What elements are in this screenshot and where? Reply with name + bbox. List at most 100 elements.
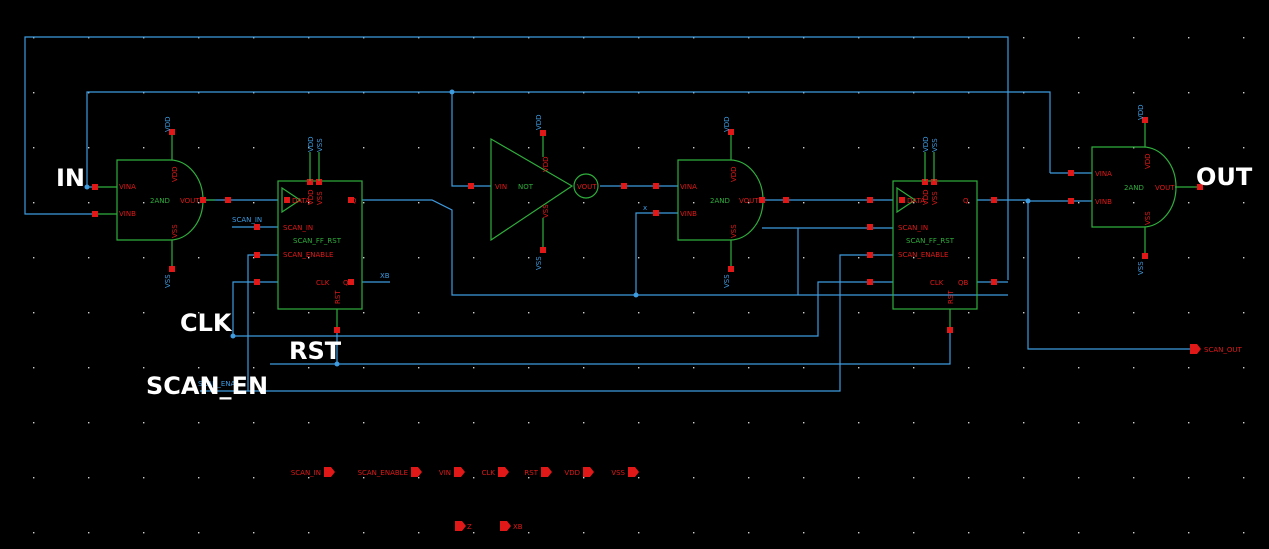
port-row1-label-5: VDD bbox=[564, 469, 580, 477]
and3-vina-label: VINA bbox=[1095, 170, 1112, 178]
and1-vdd-label: VDD bbox=[164, 116, 172, 132]
port-row1-label-6: VSS bbox=[611, 469, 625, 477]
port-row2-label-0: Z bbox=[467, 523, 472, 531]
scan-en-label: SCAN_EN bbox=[146, 372, 268, 400]
clk-label: CLK bbox=[180, 309, 233, 337]
and-gate-2[interactable]: VINA VINB VOUT 2AND x VDD VSS VDD VSS bbox=[643, 116, 789, 288]
wire-not-in[interactable] bbox=[451, 92, 491, 187]
not-vout-label: VOUT bbox=[577, 183, 597, 191]
grid-dots bbox=[33, 37, 1245, 534]
not-vdd-pin-label: VDD bbox=[542, 156, 550, 172]
port-row1-port-icon-3[interactable] bbox=[498, 467, 509, 477]
port-row1-port-icon-1[interactable] bbox=[411, 467, 422, 477]
port-row2-port-icon-1[interactable] bbox=[500, 521, 511, 531]
port-row2-port-icon-0[interactable] bbox=[455, 521, 466, 531]
ff2-q-label: Q bbox=[963, 197, 969, 205]
not-vss-pin-label: VSS bbox=[542, 204, 550, 218]
ff1-vss-label: VSS bbox=[316, 138, 324, 152]
port-row1-port-icon-5[interactable] bbox=[583, 467, 594, 477]
scan-ff-1[interactable]: DATA SCAN_IN SCAN_FF_RST SCAN_ENABLE CLK… bbox=[254, 136, 363, 333]
wire-clk-ff1[interactable] bbox=[232, 281, 278, 336]
wire-rst[interactable] bbox=[270, 330, 951, 365]
and2-vss-pin-label: VSS bbox=[730, 224, 738, 238]
wire-scan-out[interactable] bbox=[1027, 201, 1192, 350]
ff1-vdd-pin-label: VDD bbox=[307, 189, 315, 205]
and1-vout-label: VOUT bbox=[180, 197, 200, 205]
out-label: OUT bbox=[1196, 163, 1253, 191]
wire-scan-en-ff2[interactable] bbox=[200, 254, 893, 392]
port-row1-port-icon-4[interactable] bbox=[541, 467, 552, 477]
rst-label: RST bbox=[289, 337, 342, 365]
port-row1-label-4: RST bbox=[524, 469, 538, 477]
wire-x[interactable] bbox=[635, 212, 678, 295]
ff2-rst-label: RST bbox=[947, 290, 955, 304]
and3-type-label: 2AND bbox=[1124, 184, 1144, 192]
x-net-label: x bbox=[643, 204, 647, 212]
ff2-scan-in-label: SCAN_IN bbox=[898, 224, 928, 232]
junctions bbox=[84, 89, 1031, 367]
ff1-type-label: SCAN_FF_RST bbox=[293, 237, 342, 245]
port-row1-port-icon-6[interactable] bbox=[628, 467, 639, 477]
scan-ff-2[interactable]: DATA SCAN_IN SCAN_FF_RST SCAN_ENABLE CLK… bbox=[867, 136, 997, 333]
scan-enable-net-label: SCAN_ENA bbox=[198, 380, 236, 388]
scan-out-port[interactable]: SCAN_OUT bbox=[1190, 344, 1242, 354]
and3-vout-label: VOUT bbox=[1155, 184, 1175, 192]
wire-feedback-inner[interactable] bbox=[86, 91, 1051, 187]
ff1-data-label: DATA bbox=[292, 197, 310, 205]
ff2-vdd-pin-label: VDD bbox=[922, 189, 930, 205]
port-row1-label-3: CLK bbox=[482, 469, 496, 477]
ff1-scan-enable-label: SCAN_ENABLE bbox=[283, 251, 333, 259]
port-row1-label-1: SCAN_ENABLE bbox=[358, 469, 408, 477]
wire-clk-ff2[interactable] bbox=[233, 281, 893, 337]
scan-in-net-label: SCAN_IN bbox=[232, 216, 262, 224]
not-gate[interactable]: VIN NOT VOUT VDD VSS VDD VSS bbox=[468, 114, 627, 270]
and1-vss-pin-label: VSS bbox=[171, 224, 179, 238]
and-gate-3[interactable]: VINA VINB VOUT 2AND VDD VSS VDD VSS bbox=[1068, 104, 1203, 275]
and3-vinb-label: VINB bbox=[1095, 198, 1112, 206]
ff2-vdd-label: VDD bbox=[922, 136, 930, 152]
port-row1-label-0: SCAN_IN bbox=[291, 469, 321, 477]
ff2-vss-pin-label: VSS bbox=[931, 191, 939, 205]
ff2-qb-label: QB bbox=[958, 279, 969, 287]
and2-vdd-label: VDD bbox=[723, 116, 731, 132]
ff1-vdd-label: VDD bbox=[307, 136, 315, 152]
and1-vdd-pin-label: VDD bbox=[171, 166, 179, 182]
ff1-qb-label: QB bbox=[343, 279, 354, 287]
scan-out-label: SCAN_OUT bbox=[1204, 346, 1242, 354]
and1-vinb-label: VINB bbox=[119, 210, 136, 218]
port-list-row-2: Z XB bbox=[455, 521, 523, 531]
port-row1-port-icon-2[interactable] bbox=[454, 467, 465, 477]
in-label: IN bbox=[56, 164, 85, 192]
and3-vdd-label: VDD bbox=[1137, 104, 1145, 120]
wire-feedback-outer[interactable] bbox=[24, 36, 1009, 280]
port-row2-label-1: XB bbox=[513, 523, 523, 531]
wires bbox=[24, 36, 1192, 392]
xb-net-label: XB bbox=[380, 272, 390, 280]
not-vdd-label: VDD bbox=[535, 114, 543, 130]
ff1-q-label: Q bbox=[351, 197, 357, 205]
ff1-rst-label: RST bbox=[334, 290, 342, 304]
port-row1-label-2: VIN bbox=[439, 469, 451, 477]
not-vin-label: VIN bbox=[495, 183, 507, 191]
ff1-clk-label: CLK bbox=[316, 279, 330, 287]
and2-vss-label: VSS bbox=[723, 274, 731, 288]
port-row1-port-icon-0[interactable] bbox=[324, 467, 335, 477]
and3-vss-pin-label: VSS bbox=[1144, 211, 1152, 225]
and3-vss-label: VSS bbox=[1137, 261, 1145, 275]
and2-vinb-label: VINB bbox=[680, 210, 697, 218]
ff2-scan-enable-label: SCAN_ENABLE bbox=[898, 251, 948, 259]
wire-scan-en-ff1[interactable] bbox=[247, 254, 278, 391]
and3-vdd-pin-label: VDD bbox=[1144, 153, 1152, 169]
ff2-type-label: SCAN_FF_RST bbox=[906, 237, 955, 245]
and1-vina-label: VINA bbox=[119, 183, 136, 191]
and2-vina-label: VINA bbox=[680, 183, 697, 191]
and1-vss-label: VSS bbox=[164, 274, 172, 288]
and2-vdd-pin-label: VDD bbox=[730, 166, 738, 182]
and-gate-1[interactable]: VINA VINB VOUT 2AND VDD VSS VDD VSS bbox=[92, 116, 231, 288]
ff2-vss-label: VSS bbox=[931, 138, 939, 152]
port-list-row-1: SCAN_IN SCAN_ENABLE VIN CLK RST VDD VSS bbox=[291, 467, 639, 477]
ff2-clk-label: CLK bbox=[930, 279, 944, 287]
not-vss-label: VSS bbox=[535, 256, 543, 270]
and2-vout-label: VOUT bbox=[739, 197, 759, 205]
